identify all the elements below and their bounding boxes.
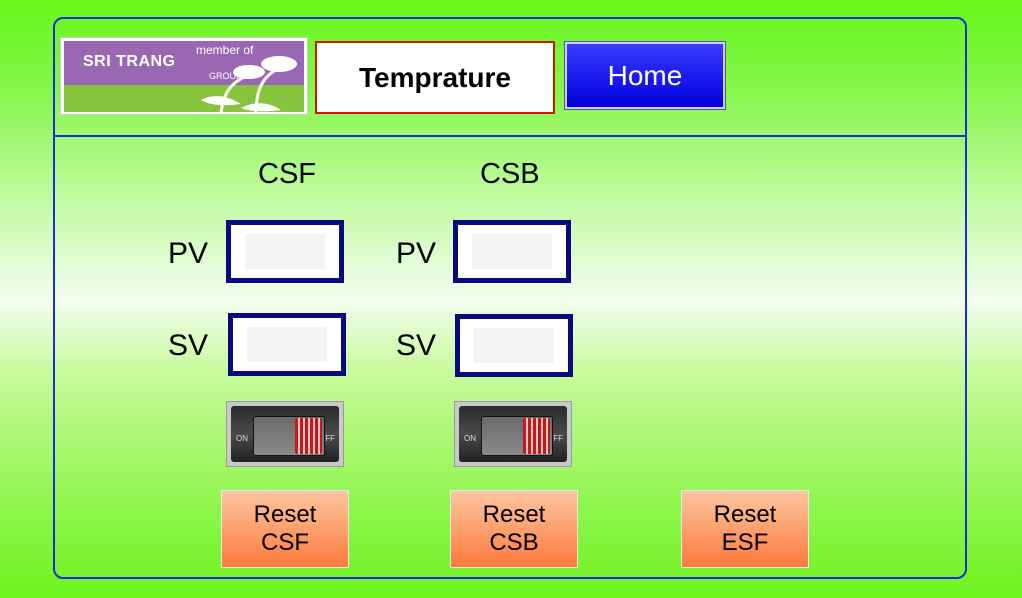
home-button[interactable]: Home — [564, 41, 726, 110]
reset-esf-button[interactable]: Reset ESF — [681, 490, 809, 568]
pv-label-csf: PV — [168, 237, 209, 270]
pv-label-csb: PV — [396, 237, 437, 270]
sv-field-csf[interactable] — [228, 313, 346, 376]
column-heading-csf: CSF — [258, 158, 316, 190]
header-divider — [53, 135, 967, 137]
logo-text-group: GROUP — [209, 71, 243, 81]
toggle-switch-csb[interactable]: ON OFF — [454, 401, 572, 467]
sv-field-csb[interactable] — [455, 314, 573, 377]
switch-off-label: OFF — [319, 434, 335, 443]
logo-text-member: member of — [196, 43, 254, 57]
switch-off-label: OFF — [547, 434, 563, 443]
reset-csf-button[interactable]: Reset CSF — [221, 490, 349, 568]
flower-icon — [201, 56, 297, 114]
column-heading-csb: CSB — [480, 158, 540, 190]
switch-on-label: ON — [464, 434, 476, 443]
company-logo: member of SRI TRANG GROUP — [60, 37, 308, 115]
logo-text-name: SRI TRANG — [83, 53, 176, 70]
sv-label-csf: SV — [168, 329, 209, 362]
reset-csb-button[interactable]: Reset CSB — [450, 490, 578, 568]
sv-label-csb: SV — [396, 329, 437, 362]
pv-field-csf[interactable] — [226, 220, 344, 283]
pv-field-csb[interactable] — [453, 220, 571, 283]
toggle-switch-csf[interactable]: ON OFF — [226, 401, 344, 467]
switch-knob — [295, 418, 322, 454]
page-title: Temprature — [315, 41, 555, 114]
switch-knob — [523, 418, 550, 454]
panel-frame — [53, 17, 967, 579]
switch-on-label: ON — [236, 434, 248, 443]
